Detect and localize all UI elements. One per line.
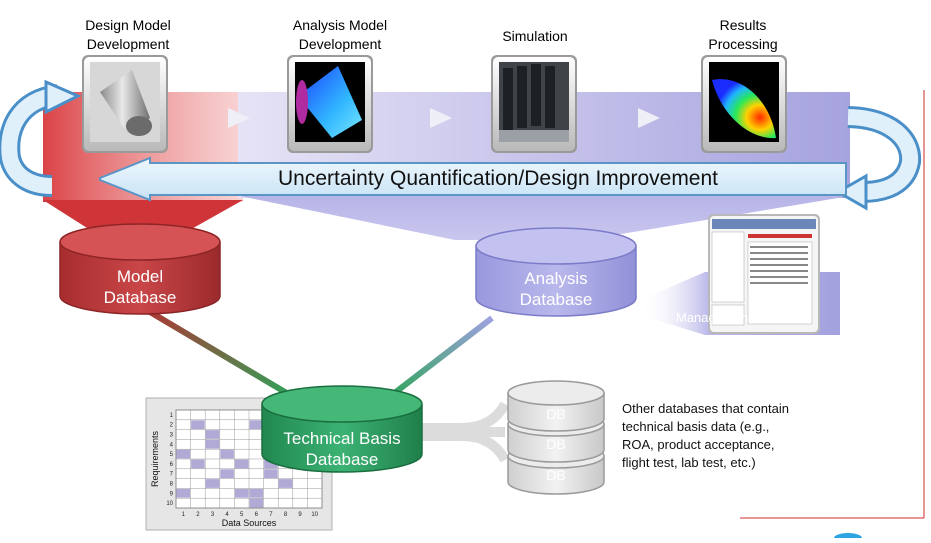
- technical-database-label: Technical Basis Database: [283, 429, 401, 469]
- matrix-cell: [220, 449, 234, 459]
- management-label: Management: [676, 310, 752, 325]
- stage-label-simulation: Simulation: [502, 28, 568, 44]
- matrix-col-tick: 3: [211, 512, 215, 518]
- arrow-1: [228, 108, 250, 128]
- matrix-col-tick: 1: [182, 512, 186, 518]
- matrix-cell: [264, 459, 278, 469]
- stage-label-analysis-model: Analysis Model Development: [292, 17, 388, 52]
- matrix-row-tick: 7: [170, 472, 174, 478]
- matrix-cell: [234, 488, 249, 498]
- thumbnail-simulation: [491, 55, 577, 153]
- model-database-cylinder: [59, 223, 221, 315]
- matrix-cell: [249, 488, 264, 498]
- matrix-cell: [220, 469, 234, 479]
- matrix-col-tick: 9: [298, 512, 302, 518]
- matrix-row-tick: 1: [170, 413, 174, 419]
- db-stack-label-3: DB: [546, 467, 566, 483]
- matrix-col-tick: 7: [269, 512, 273, 518]
- stage-label-results: Results Processing: [708, 17, 778, 52]
- matrix-cell: [249, 498, 264, 508]
- matrix-cell: [205, 439, 220, 449]
- model-database-label: Model Database: [103, 267, 177, 307]
- other-databases-note: Other databases that contain technical b…: [622, 401, 789, 470]
- matrix-col-tick: 8: [284, 512, 288, 518]
- arrow-2: [430, 108, 452, 128]
- management-screenshot: [708, 214, 820, 334]
- matrix-row-tick: 10: [166, 501, 173, 507]
- matrix-cell: [205, 430, 220, 439]
- analysis-fan: [240, 196, 850, 240]
- analysis-database-cylinder: [475, 227, 637, 317]
- db-stack-link-lower: [385, 431, 510, 463]
- db-stack-label-2: DB: [546, 436, 566, 452]
- model-technical-link: [138, 303, 297, 401]
- db-stack-label-1: DB: [546, 406, 566, 422]
- matrix-col-tick: 5: [240, 512, 244, 518]
- corner-logo: [834, 533, 862, 543]
- arrow-3: [638, 108, 660, 128]
- matrix-col-tick: 4: [225, 512, 229, 518]
- uq-banner-text: Uncertainty Quantification/Design Improv…: [277, 167, 719, 190]
- right-loop-arrowhead: [834, 173, 868, 211]
- matrix-xlabel: Data Sources: [222, 518, 277, 528]
- analysis-database-label: Analysis Database: [519, 269, 593, 309]
- db-stack: [507, 380, 605, 495]
- matrix-row-tick: 9: [170, 491, 174, 497]
- matrix-cell: [278, 479, 293, 488]
- matrix-row-tick: 5: [170, 452, 174, 458]
- right-loop-arrow-fill: [847, 109, 919, 200]
- analysis-technical-link: [386, 315, 494, 401]
- matrix-col-tick: 2: [196, 512, 200, 518]
- matrix-cell: [176, 449, 191, 459]
- matrix-row-tick: 3: [170, 432, 174, 438]
- matrix-cell: [191, 459, 205, 469]
- stage-label-design-model: Design Model Development: [85, 17, 171, 52]
- matrix-row-tick: 2: [170, 423, 174, 429]
- matrix-row-tick: 6: [170, 462, 174, 468]
- matrix-cell: [205, 479, 220, 488]
- thumbnail-analysis-model: [287, 55, 373, 153]
- technical-database-cylinder: [261, 385, 423, 473]
- matrix-ylabel: Requirements: [150, 430, 160, 487]
- matrix-cell: [249, 420, 264, 430]
- left-loop-arrow-fill: [1, 87, 60, 194]
- uq-banner-arrow: [99, 156, 847, 202]
- matrix-col-tick: 6: [255, 512, 259, 518]
- matrix-cell: [191, 420, 205, 430]
- matrix-cell: [176, 488, 191, 498]
- thumbnail-results: [701, 55, 787, 153]
- thumbnail-design-model: [82, 55, 168, 153]
- matrix-row-tick: 8: [170, 481, 174, 487]
- matrix-cell: [234, 459, 249, 469]
- matrix-row-tick: 4: [170, 442, 174, 448]
- matrix-col-tick: 10: [311, 512, 318, 518]
- left-loop-arrowhead: [44, 79, 82, 115]
- matrix-cell: [264, 469, 278, 479]
